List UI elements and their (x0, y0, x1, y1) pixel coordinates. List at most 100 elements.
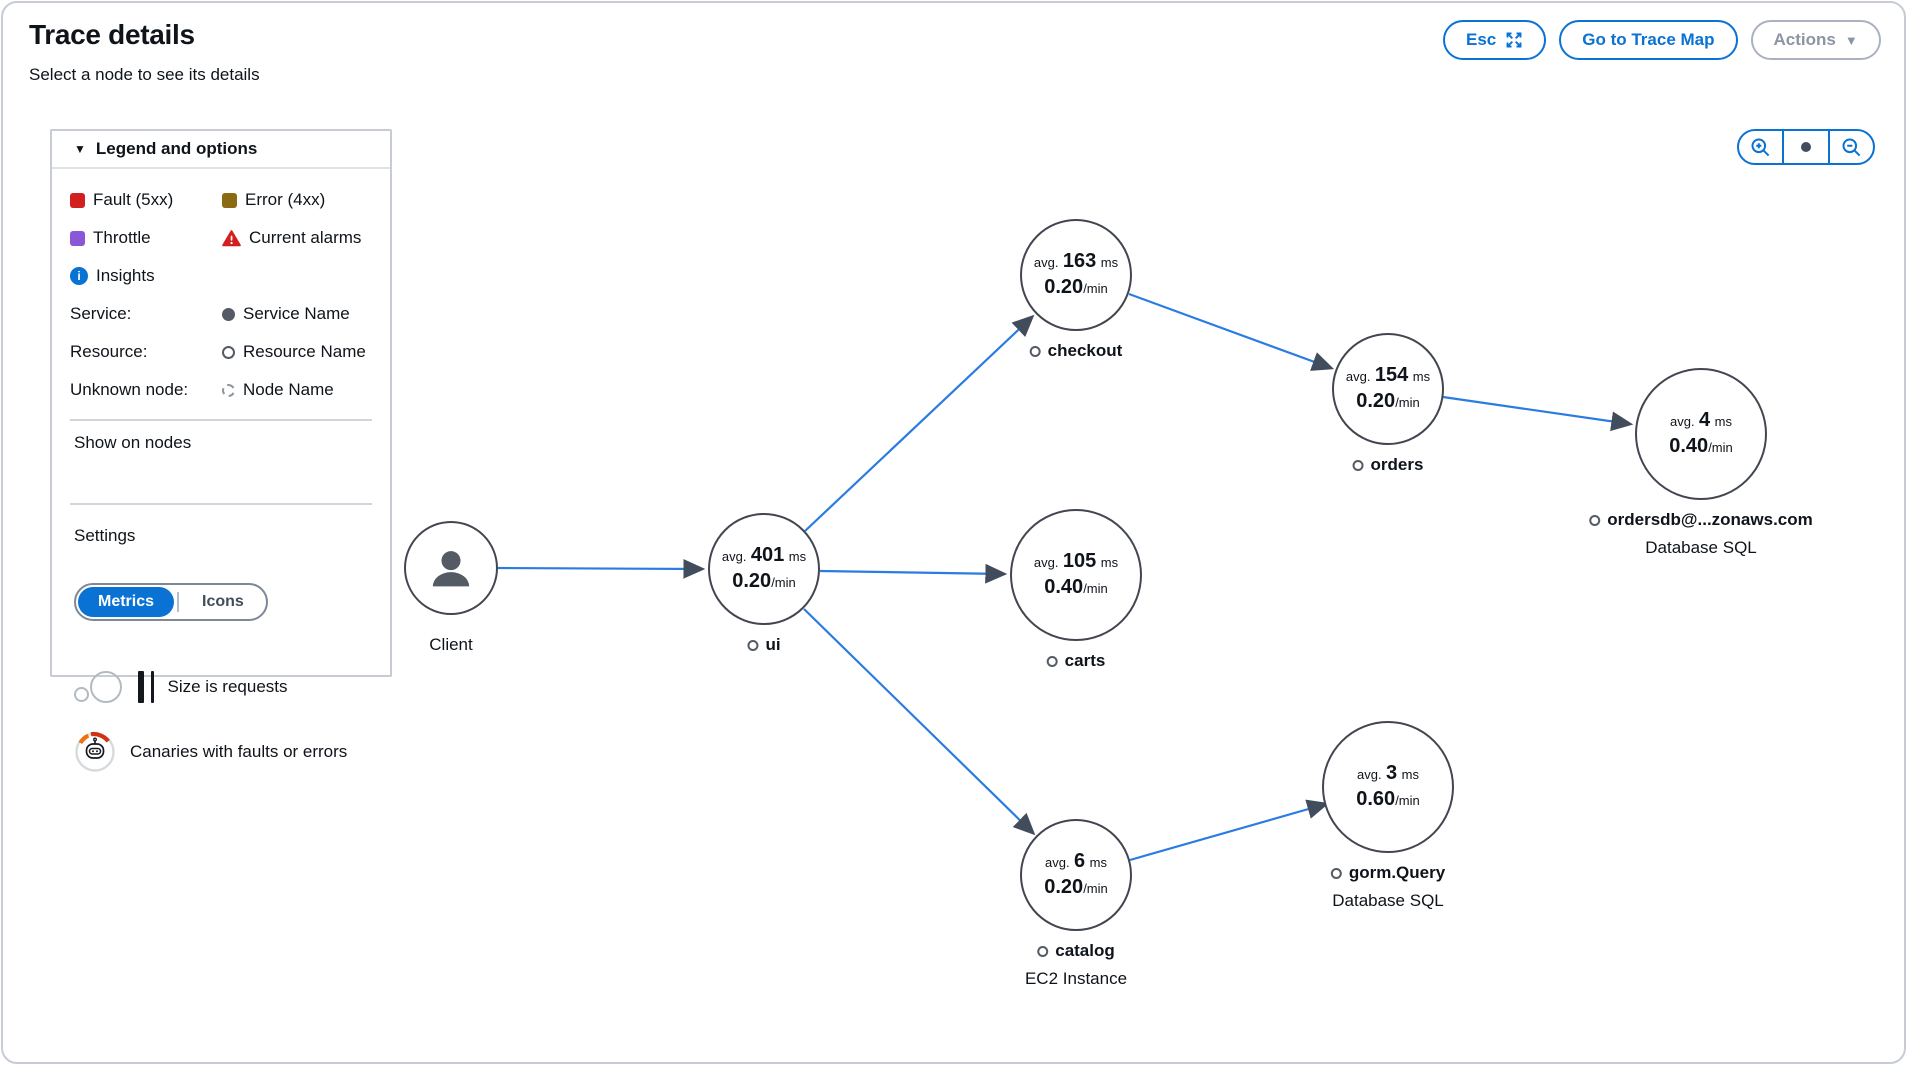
size-bar-icon (151, 671, 154, 703)
size-bar-icon (138, 671, 144, 703)
node-sublabel: EC2 Instance (1024, 969, 1128, 988)
trace-map-canvas: Client avg. 401 ms 0.20/min ui avg. 163 … (3, 3, 1904, 1062)
actions-button[interactable]: Actions ▼ (1750, 20, 1881, 60)
legend-item-insights: i Insights (70, 257, 222, 295)
edge-orders-ordersdb (1442, 395, 1634, 432)
node-circle: avg. 154 ms 0.20/min (1332, 333, 1444, 445)
fault-swatch-icon (70, 192, 85, 208)
error-swatch-icon (222, 192, 237, 208)
map-node-ui[interactable]: avg. 401 ms 0.20/min ui (708, 513, 820, 654)
expand-icon (1506, 32, 1522, 48)
zoom-level-indicator[interactable] (1782, 131, 1827, 163)
map-node-gorm-query[interactable]: avg. 3 ms 0.60/min gorm.Query Database S… (1322, 721, 1454, 910)
legend-item-error: Error (4xx) (222, 181, 380, 219)
throttle-swatch-icon (70, 230, 85, 246)
node-metric-rate: 0.40/min (1044, 576, 1108, 598)
unknown-row-value: Node Name (222, 371, 380, 409)
alarm-triangle-icon (222, 229, 241, 246)
node-metric-latency: avg. 4 ms (1670, 409, 1732, 431)
resource-ring-icon (1589, 514, 1601, 526)
map-node-orders[interactable]: avg. 154 ms 0.20/min orders (1332, 333, 1444, 474)
map-node-ordersdb[interactable]: avg. 4 ms 0.40/min ordersdb@...zonaws.co… (1589, 368, 1813, 557)
node-circle: avg. 6 ms 0.20/min (1020, 819, 1132, 931)
edge-checkout-orders (1128, 292, 1335, 371)
resource-ring-icon (1352, 459, 1364, 471)
zoom-out-icon (1842, 138, 1861, 156)
node-label: orders (1352, 455, 1423, 475)
toggle-separator (177, 592, 180, 612)
esc-button[interactable]: Esc (1443, 20, 1547, 60)
node-label: gorm.Query (1330, 863, 1445, 883)
node-label: catalog (1037, 941, 1115, 961)
resource-ring-icon (1046, 655, 1058, 667)
go-to-trace-map-button[interactable]: Go to Trace Map (1559, 20, 1738, 60)
collapse-caret-icon: ▼ (74, 142, 86, 156)
edge-catalog-gorm (1129, 799, 1330, 862)
node-label: ui (747, 635, 781, 655)
large-node-size-icon (90, 671, 122, 703)
insights-info-icon: i (70, 267, 88, 285)
canaries-row: Canaries with faults or errors (74, 731, 347, 773)
node-sublabel: Database SQL (1645, 538, 1757, 557)
resource-ring-icon (1037, 945, 1049, 957)
node-circle: avg. 163 ms 0.20/min (1020, 219, 1132, 331)
node-circle: avg. 4 ms 0.40/min (1635, 368, 1767, 500)
node-metric-latency: avg. 105 ms (1033, 550, 1119, 572)
map-node-client[interactable]: Client (404, 521, 498, 654)
caret-down-icon: ▼ (1844, 32, 1858, 48)
header-actions: Esc Go to Trace Map Actions ▼ (1443, 20, 1881, 60)
node-metric-latency: avg. 6 ms (1045, 850, 1107, 872)
resource-row-value: Resource Name (222, 333, 380, 371)
service-row-label: Service: (70, 304, 132, 323)
node-circle: avg. 105 ms 0.40/min (1010, 509, 1142, 641)
metrics-icons-toggle: Metrics Icons (74, 583, 268, 621)
node-label: carts (1046, 651, 1105, 671)
service-row-value: Service Name (222, 295, 380, 333)
zoom-out-button[interactable] (1827, 131, 1873, 163)
metrics-toggle-button[interactable]: Metrics (78, 587, 175, 617)
divider (70, 419, 372, 421)
unknown-row-label: Unknown node: (70, 380, 189, 399)
node-sublabel: Database SQL (1332, 891, 1444, 910)
node-metric-rate: 0.20/min (1356, 390, 1420, 412)
page-subtitle: Select a node to see its details (29, 65, 260, 84)
node-metric-latency: avg. 154 ms (1345, 364, 1431, 386)
edge-ui-checkout (804, 314, 1035, 532)
trace-details-card: Trace details Select a node to see its d… (1, 1, 1906, 1064)
map-node-carts[interactable]: avg. 105 ms 0.40/min carts (1010, 509, 1142, 670)
resource-ring-icon (747, 639, 759, 651)
node-label: ordersdb@...zonaws.com (1589, 510, 1813, 530)
legend-title: Legend and options (95, 139, 258, 158)
node-metric-latency: avg. 3 ms (1357, 762, 1419, 784)
node-metric-rate: 0.20/min (1044, 876, 1108, 898)
node-metric-latency: avg. 401 ms (721, 544, 807, 566)
zoom-in-icon (1751, 138, 1770, 156)
legend-item-fault: Fault (5xx) (70, 181, 222, 219)
edge-ui-carts (819, 563, 1008, 584)
node-metric-rate: 0.60/min (1356, 788, 1420, 810)
edge-client-ui (497, 559, 706, 579)
node-metric-rate: 0.20/min (1044, 276, 1108, 298)
page-title: Trace details (29, 19, 195, 50)
show-on-nodes-label: Show on nodes (74, 433, 192, 452)
legend-items: Fault (5xx) Error (4xx) Throttle Current… (70, 181, 380, 409)
map-node-catalog[interactable]: avg. 6 ms 0.20/min catalog EC2 Instance (1020, 819, 1132, 988)
node-label: checkout (1029, 341, 1122, 361)
zoom-in-button[interactable] (1739, 131, 1782, 163)
node-metric-rate: 0.20/min (732, 570, 796, 592)
service-dot-icon (222, 307, 235, 321)
icons-toggle-button[interactable]: Icons (202, 593, 244, 610)
map-node-checkout[interactable]: avg. 163 ms 0.20/min checkout (1020, 219, 1132, 360)
node-circle: avg. 3 ms 0.60/min (1322, 721, 1454, 853)
zoom-indicator-dot-icon (1800, 142, 1811, 152)
small-node-size-icon (74, 686, 89, 702)
person-icon (432, 551, 470, 587)
divider (70, 503, 372, 505)
legend-item-current-alarms: Current alarms (222, 219, 380, 257)
zoom-control (1737, 129, 1875, 165)
settings-label: Settings (74, 526, 136, 545)
legend-header[interactable]: ▼ Legend and options (52, 131, 390, 169)
legend-panel: ▼ Legend and options Fault (5xx) Error (… (50, 129, 392, 772)
node-circle (404, 521, 498, 615)
size-is-requests-row: Size is requests (74, 671, 288, 703)
